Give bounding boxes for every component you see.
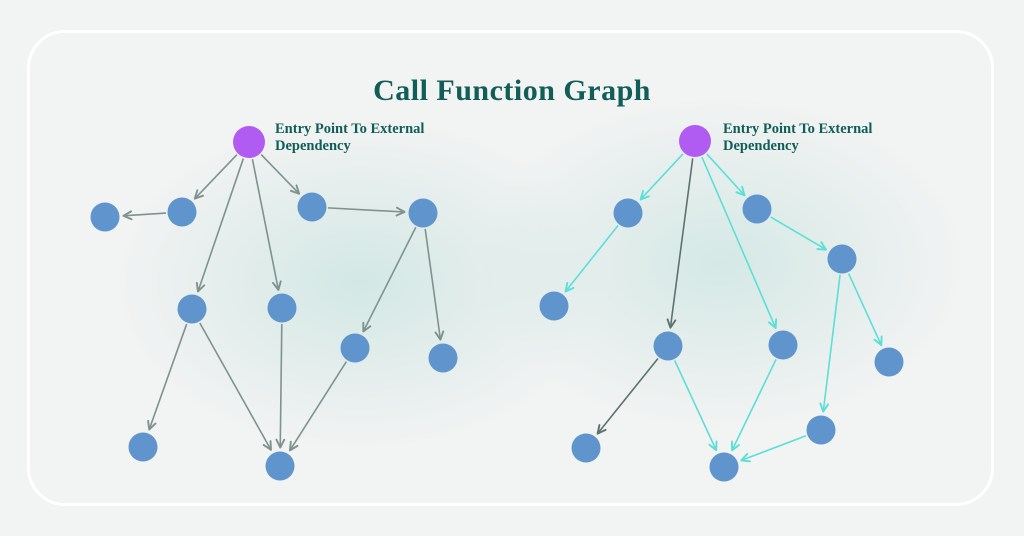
function-node: [539, 291, 569, 321]
page-title: Call Function Graph: [373, 74, 651, 108]
call-edge: [327, 206, 406, 217]
function-node: [340, 333, 370, 363]
call-edge: [362, 226, 417, 333]
entry-point-label-right: Entry Point To External Dependency: [723, 121, 873, 155]
entry-point-node: [679, 125, 711, 157]
call-edge: [639, 153, 684, 201]
call-edge: [564, 225, 619, 293]
function-node: [571, 433, 601, 463]
call-edge: [770, 216, 828, 251]
function-node: [267, 293, 297, 323]
left-call-graph: [90, 126, 458, 481]
function-node: [408, 198, 438, 228]
function-node: [742, 194, 772, 224]
function-node: [653, 331, 683, 361]
call-edge: [730, 359, 777, 452]
call-edge: [673, 360, 718, 452]
function-node: [90, 202, 120, 232]
call-edge: [740, 434, 807, 463]
call-edge: [424, 228, 445, 341]
function-node: [428, 343, 458, 373]
function-node: [806, 415, 836, 445]
call-edge: [122, 210, 167, 221]
call-edge: [706, 153, 746, 197]
function-node: [874, 347, 904, 377]
function-node: [177, 294, 207, 324]
function-node: [167, 197, 197, 227]
call-edge: [275, 323, 286, 449]
function-node: [709, 452, 739, 482]
call-edge: [666, 158, 694, 329]
call-edge: [195, 158, 245, 293]
function-node: [827, 244, 857, 274]
entry-point-node: [233, 126, 265, 158]
function-node: [128, 432, 158, 462]
call-edge: [596, 357, 659, 435]
call-edge: [251, 159, 282, 291]
call-edge: [147, 323, 188, 431]
function-node: [297, 192, 327, 222]
call-edge: [199, 322, 272, 451]
call-edge: [847, 273, 883, 347]
function-node: [768, 330, 798, 360]
function-node: [265, 451, 295, 481]
function-node: [613, 198, 643, 228]
call-edge: [193, 154, 238, 200]
entry-point-label-left: Entry Point To External Dependency: [275, 121, 425, 155]
call-edge: [701, 156, 778, 329]
call-edge: [260, 154, 301, 195]
call-edge: [819, 274, 841, 413]
call-edge: [288, 361, 348, 452]
right-call-graph: [539, 125, 904, 482]
